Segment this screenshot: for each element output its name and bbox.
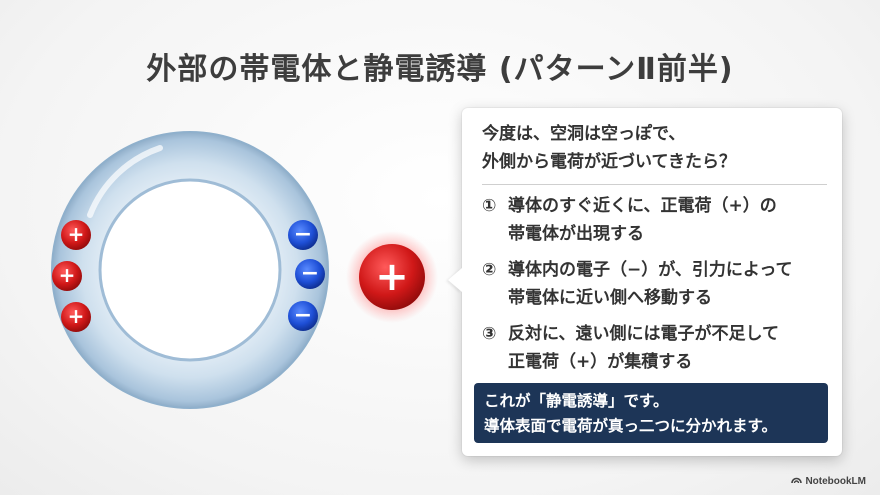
induced-negative-charge: − <box>288 220 318 250</box>
svg-text:−: − <box>301 261 319 286</box>
hollow-conductor-ring <box>51 131 329 409</box>
induced-positive-charge: + <box>52 261 82 291</box>
intro-question: 今度は、空洞は空っぽで、 外側から電荷が近づいてきたら？ <box>482 124 736 172</box>
external-positive-charged-body: + <box>346 231 438 323</box>
svg-text:+: + <box>68 304 85 328</box>
summary-box: これが「静電誘導」です。 導体表面で電荷が真っ二つに分かれます。 <box>474 383 828 443</box>
induced-positive-charge: + <box>61 302 91 332</box>
electrostatic-induction-diagram: + + + − − − + <box>40 120 460 420</box>
svg-text:−: − <box>294 222 312 247</box>
svg-text:+: + <box>59 263 76 287</box>
induced-negative-charge: − <box>288 301 318 331</box>
induced-negative-charge: − <box>295 259 325 289</box>
callout-pointer <box>448 268 462 292</box>
notebooklm-icon <box>791 475 803 487</box>
page-title: 外部の帯電体と静電誘導 (パターンⅡ前半) <box>146 52 734 87</box>
svg-text:+: + <box>375 254 409 300</box>
brand-watermark: NotebookLM <box>791 475 866 487</box>
divider <box>482 184 827 185</box>
induced-positive-charge: + <box>61 220 91 250</box>
svg-text:+: + <box>68 222 85 246</box>
svg-text:−: − <box>294 303 312 328</box>
